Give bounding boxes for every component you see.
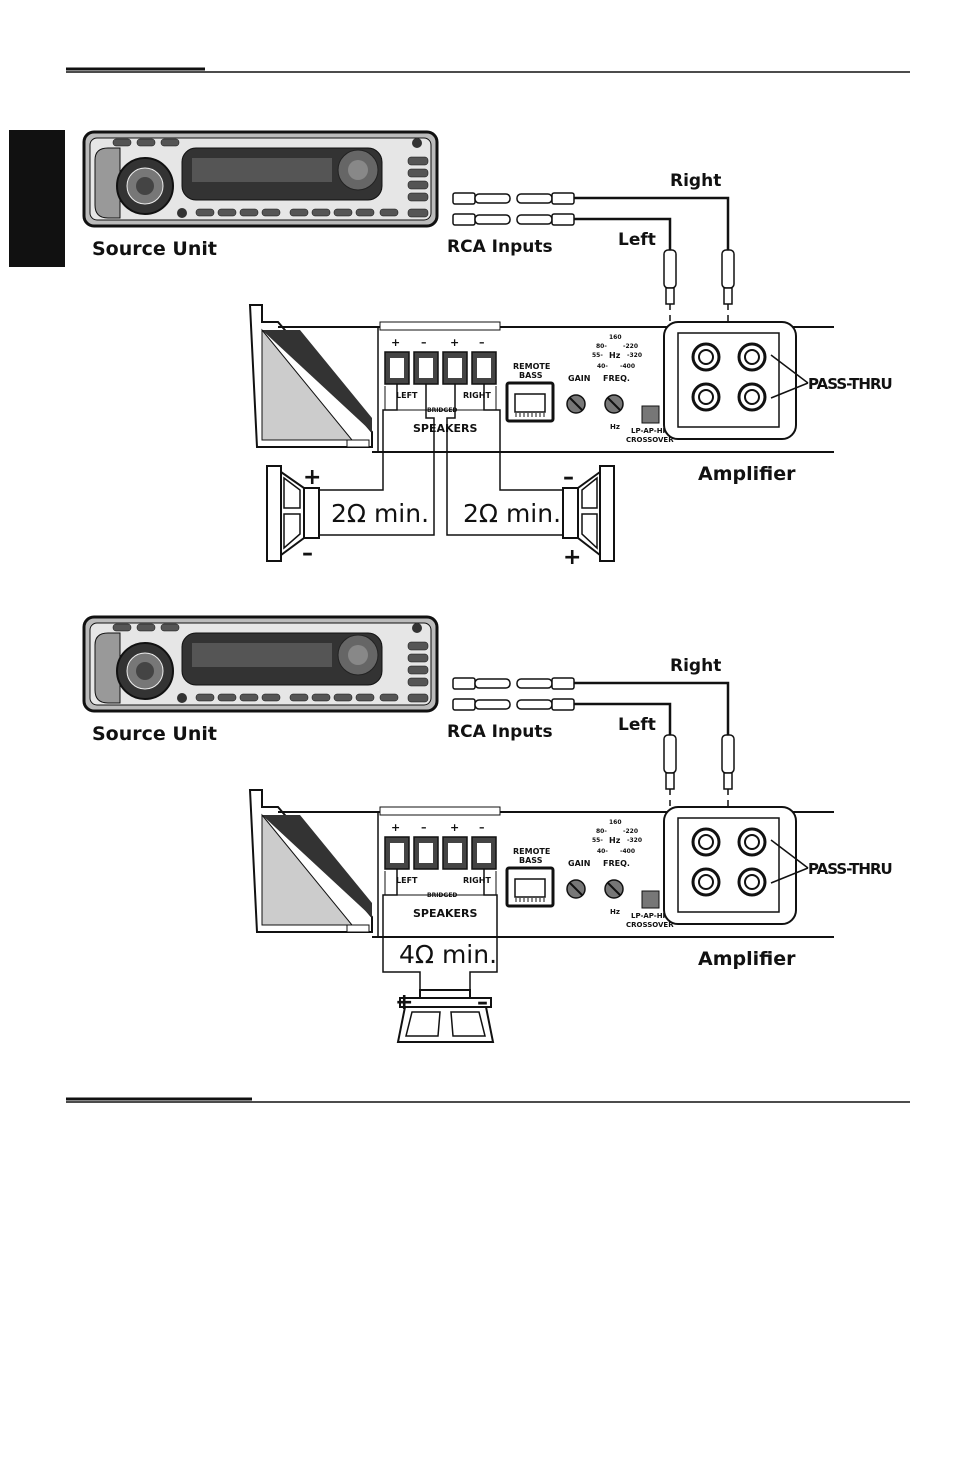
speaker-wires-1 (319, 384, 563, 536)
freq-mark-160: 160 (609, 334, 622, 341)
freq-label-2: FREQ. (603, 859, 630, 868)
spk-left-top-sign: + (303, 465, 321, 490)
bass-label-2: BASS (519, 856, 543, 865)
freq-label: FREQ. (603, 374, 630, 383)
xover-label-2b: CROSSOVER (626, 921, 674, 929)
bass-label: BASS (519, 371, 543, 380)
gain-label-2: GAIN (568, 859, 590, 868)
spk-minus-sign: – (477, 990, 488, 1015)
rca-plugs-1 (452, 192, 575, 226)
spk-right-top-sign: – (563, 465, 574, 490)
freq-mark-220-2: -220 (623, 828, 638, 835)
freq-mark-55: 55- (592, 352, 603, 359)
bridged-label: BRIDGED (427, 407, 457, 414)
remote-label: REMOTE (513, 362, 550, 371)
freq-mark-220: -220 (623, 343, 638, 350)
vertical-rca-plugs-2 (663, 734, 735, 790)
term-sign-4b: – (479, 821, 485, 834)
term-sign-4: – (479, 336, 485, 349)
gain-label: GAIN (568, 374, 590, 383)
left-label: Left (618, 230, 656, 250)
right-cable (574, 196, 730, 250)
term-sign-2: – (421, 336, 427, 349)
right-label: Right (670, 171, 721, 191)
term-right-label: RIGHT (463, 391, 491, 400)
diagram-2ohm: Source Unit RCA Inputs Right Left (82, 130, 893, 570)
xover-label-2: CROSSOVER (626, 436, 674, 444)
source-unit-1 (82, 130, 439, 228)
diagram-4ohm: Source Unit RCA Inputs Right Left (82, 615, 893, 1043)
side-tab (9, 130, 65, 267)
rca-inputs-label: RCA Inputs (447, 237, 553, 257)
freq-mark-40-2: 40- (597, 848, 608, 855)
subwoofer (396, 989, 495, 1043)
freq-mark-320: -320 (627, 352, 642, 359)
source-unit-label: Source Unit (92, 238, 217, 260)
left-cable-2 (574, 702, 672, 735)
freq-mark-40: 40- (597, 363, 608, 370)
freq-mark-80-2: 80- (596, 828, 607, 835)
load-left-label: 2Ω min. (331, 499, 429, 528)
spk-left-bottom-sign: – (302, 541, 313, 566)
right-cable-2 (574, 681, 730, 735)
rca-inputs-label-2: RCA Inputs (447, 722, 553, 742)
amplifier-1: + – + – LEFT RIGHT BRIDGED SPEAKERS REMO… (248, 304, 834, 453)
vertical-rca-plugs-1 (663, 249, 735, 305)
term-sign-3: + (450, 336, 459, 349)
term-sign-1b: + (391, 821, 400, 834)
speakers-label-2: SPEAKERS (413, 907, 478, 920)
rca-plugs-2 (452, 677, 575, 711)
spk-right-bottom-sign: + (563, 545, 581, 570)
hz-label-top: Hz (609, 351, 621, 360)
hz-label-bottom: Hz (610, 423, 620, 431)
term-left-label: LEFT (396, 391, 418, 400)
left-cable (574, 217, 672, 250)
term-sign-3b: + (450, 821, 459, 834)
freq-mark-80: 80- (596, 343, 607, 350)
remote-label-2: REMOTE (513, 847, 550, 856)
bridged-label-2: BRIDGED (427, 892, 457, 899)
source-unit-2 (82, 615, 439, 713)
amplifier-label: Amplifier (698, 463, 796, 485)
load-bridged-label: 4Ω min. (399, 940, 497, 969)
speaker-left-1 (266, 465, 320, 562)
spk-plus-sign: + (395, 990, 413, 1015)
amplifier-2: + – + – LEFT RIGHT BRIDGED SPEAKERS REMO… (248, 789, 834, 938)
load-right-label: 2Ω min. (463, 499, 561, 528)
right-label-2: Right (670, 656, 721, 676)
passthru-label-2: PASS-THRU (808, 860, 892, 878)
hz-label-bottom-2: Hz (610, 908, 620, 916)
term-left-label-2: LEFT (396, 876, 418, 885)
left-label-2: Left (618, 715, 656, 735)
freq-mark-55-2: 55- (592, 837, 603, 844)
term-sign-1: + (391, 336, 400, 349)
speakers-label: SPEAKERS (413, 422, 478, 435)
passthru-label: PASS-THRU (808, 375, 892, 393)
freq-mark-320-2: -320 (627, 837, 642, 844)
freq-mark-400-2: -400 (620, 848, 635, 855)
amplifier-label-2: Amplifier (698, 948, 796, 970)
freq-mark-400: -400 (620, 363, 635, 370)
xover-label-1: LP-AP-HP (631, 427, 668, 435)
term-sign-2b: – (421, 821, 427, 834)
hz-label-top-2: Hz (609, 836, 621, 845)
source-unit-label-2: Source Unit (92, 723, 217, 745)
freq-mark-160-2: 160 (609, 819, 622, 826)
xover-label-1b: LP-AP-HP (631, 912, 668, 920)
speaker-right-1 (562, 465, 615, 562)
speaker-wires-2 (382, 869, 498, 990)
term-right-label-2: RIGHT (463, 876, 491, 885)
